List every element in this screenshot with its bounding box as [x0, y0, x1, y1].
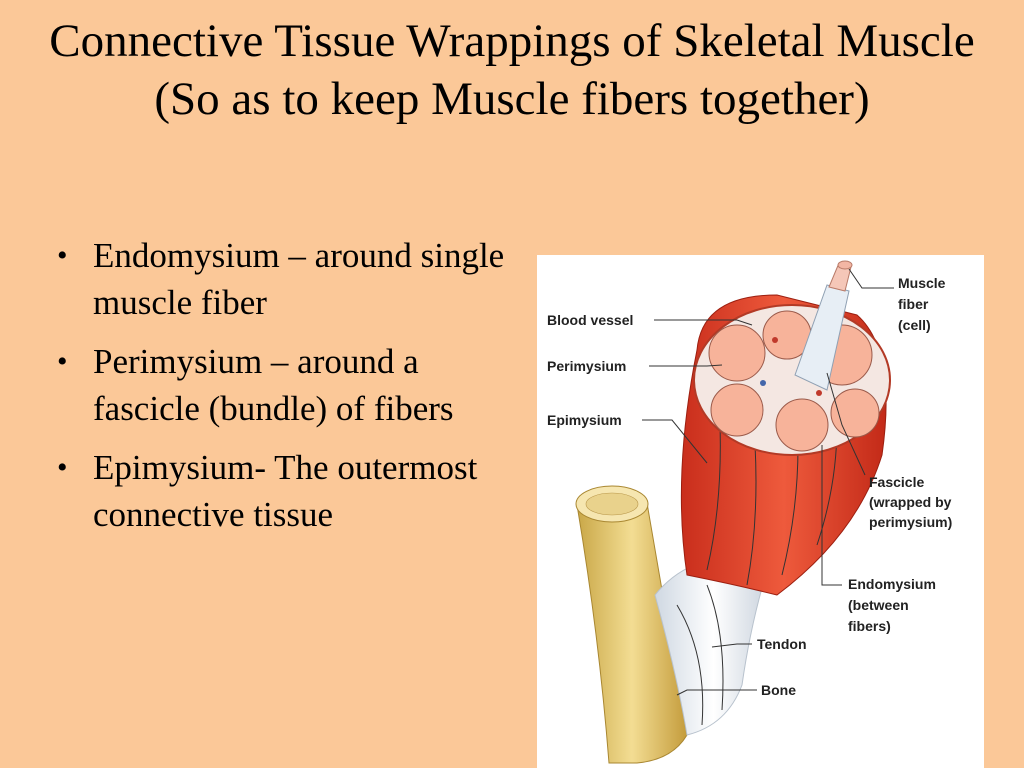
fascicle-shape	[775, 398, 829, 452]
muscle-anatomy-figure: Blood vessel Perimysium Epimysium Muscle…	[537, 255, 984, 768]
label-epimysium: Epimysium	[547, 412, 622, 428]
blood-vessel-dot	[760, 380, 766, 386]
label-fascicle-line2: (wrapped by	[869, 494, 952, 510]
label-fascicle-line1: Fascicle	[869, 474, 924, 490]
bullet-dot-icon: •	[57, 451, 68, 484]
label-endomysium-line1: Endomysium	[848, 576, 936, 592]
label-perimysium: Perimysium	[547, 358, 626, 374]
label-fascicle-line3: perimysium)	[869, 514, 952, 530]
muscle-fiber-shape	[794, 284, 850, 391]
label-muscle-fiber-line3: (cell)	[898, 317, 931, 333]
label-muscle-fiber-line1: Muscle	[898, 275, 946, 291]
muscle-anatomy-illustration: Blood vessel Perimysium Epimysium Muscle…	[547, 260, 952, 764]
muscle-cross-section	[693, 260, 891, 456]
bullet-item-endomysium: • Endomysium – around single muscle fibe…	[55, 232, 525, 326]
label-blood-vessel: Blood vessel	[547, 312, 633, 328]
label-muscle-fiber-line2: fiber	[898, 296, 929, 312]
bullet-dot-icon: •	[57, 239, 68, 272]
label-endomysium-line3: fibers)	[848, 618, 891, 634]
bullet-text: Endomysium – around single muscle fiber	[93, 236, 505, 322]
label-tendon: Tendon	[757, 636, 807, 652]
bullet-item-perimysium: • Perimysium – around a fascicle (bundle…	[55, 338, 525, 432]
bone-shape	[575, 485, 688, 764]
blood-vessel-dot	[772, 337, 778, 343]
bullet-text: Epimysium- The outermost connective tiss…	[93, 448, 478, 534]
fascicle-shape	[710, 383, 764, 437]
slide-title: Connective Tissue Wrappings of Skeletal …	[49, 15, 975, 125]
blood-vessel-dot	[816, 390, 822, 396]
bullet-text: Perimysium – around a fascicle (bundle) …	[93, 342, 454, 428]
fascicle-shape	[830, 388, 880, 438]
bullet-list: • Endomysium – around single muscle fibe…	[55, 232, 525, 550]
label-endomysium-line2: (between	[848, 597, 909, 613]
bullet-item-epimysium: • Epimysium- The outermost connective ti…	[55, 444, 525, 538]
bullet-dot-icon: •	[57, 345, 68, 378]
fascicle-shape	[708, 324, 766, 382]
label-bone: Bone	[761, 682, 796, 698]
